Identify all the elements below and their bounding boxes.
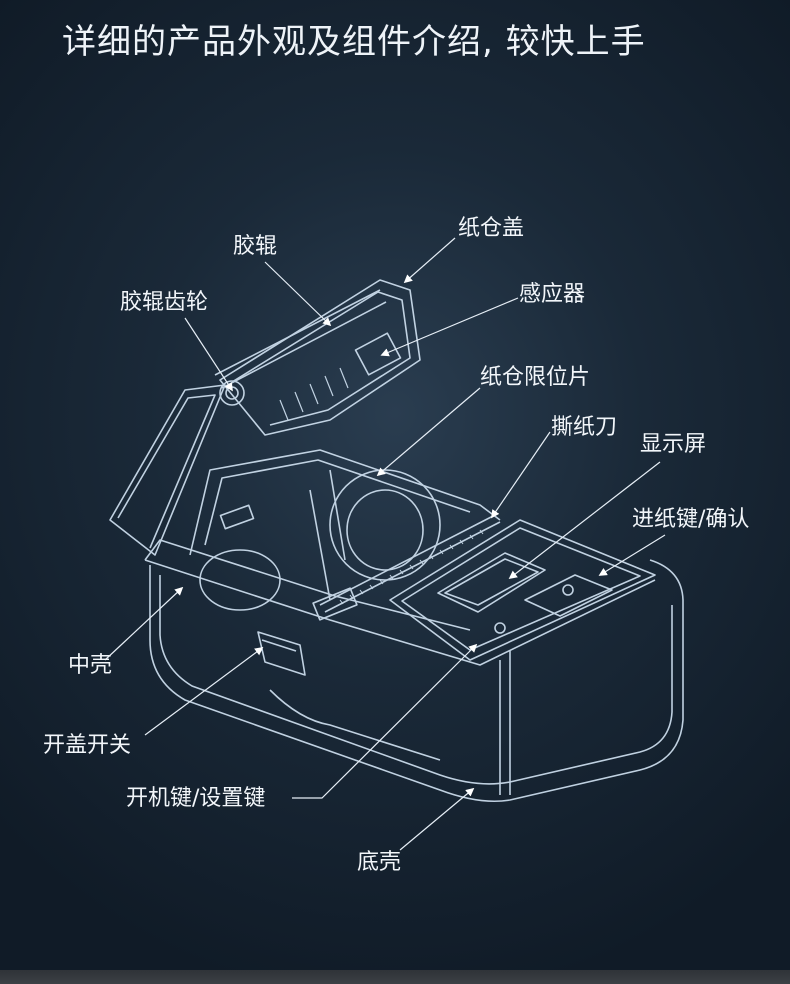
leader-tear-blade xyxy=(491,431,551,519)
callout-leader-lines xyxy=(104,237,666,851)
leader-cover-switch xyxy=(144,646,264,736)
leader-display-screen xyxy=(508,461,661,580)
label-power-setting-key: 开机键/设置键 xyxy=(126,786,266,811)
bottom-edge-strip xyxy=(0,970,790,984)
label-paper-limiter: 纸仓限位片 xyxy=(480,365,591,390)
label-rubber-roller: 胶辊 xyxy=(233,234,278,259)
leader-middle-shell xyxy=(104,586,184,661)
label-middle-shell: 中壳 xyxy=(68,653,113,678)
leader-rubber-roller xyxy=(264,261,332,327)
label-feed-confirm-key: 进纸键/确认 xyxy=(632,507,750,532)
label-display-screen: 显示屏 xyxy=(640,432,707,457)
leader-roller-gear xyxy=(184,317,233,392)
page-title: 详细的产品外观及组件介绍, 较快上手 xyxy=(62,22,646,62)
leader-paper-cover xyxy=(403,237,456,284)
label-bottom-shell: 底壳 xyxy=(357,850,402,875)
leader-feed-confirm-key xyxy=(598,534,666,576)
label-tear-blade: 撕纸刀 xyxy=(551,415,618,440)
printer-outline xyxy=(109,279,684,803)
label-cover-switch: 开盖开关 xyxy=(43,733,132,758)
leader-bottom-shell xyxy=(399,787,475,851)
leader-power-setting-key xyxy=(292,643,478,799)
leader-sensor xyxy=(380,297,519,357)
label-roller-gear: 胶辊齿轮 xyxy=(120,290,209,315)
label-sensor: 感应器 xyxy=(519,282,586,307)
label-paper-cover: 纸仓盖 xyxy=(458,216,525,241)
leader-paper-limiter xyxy=(376,387,481,477)
